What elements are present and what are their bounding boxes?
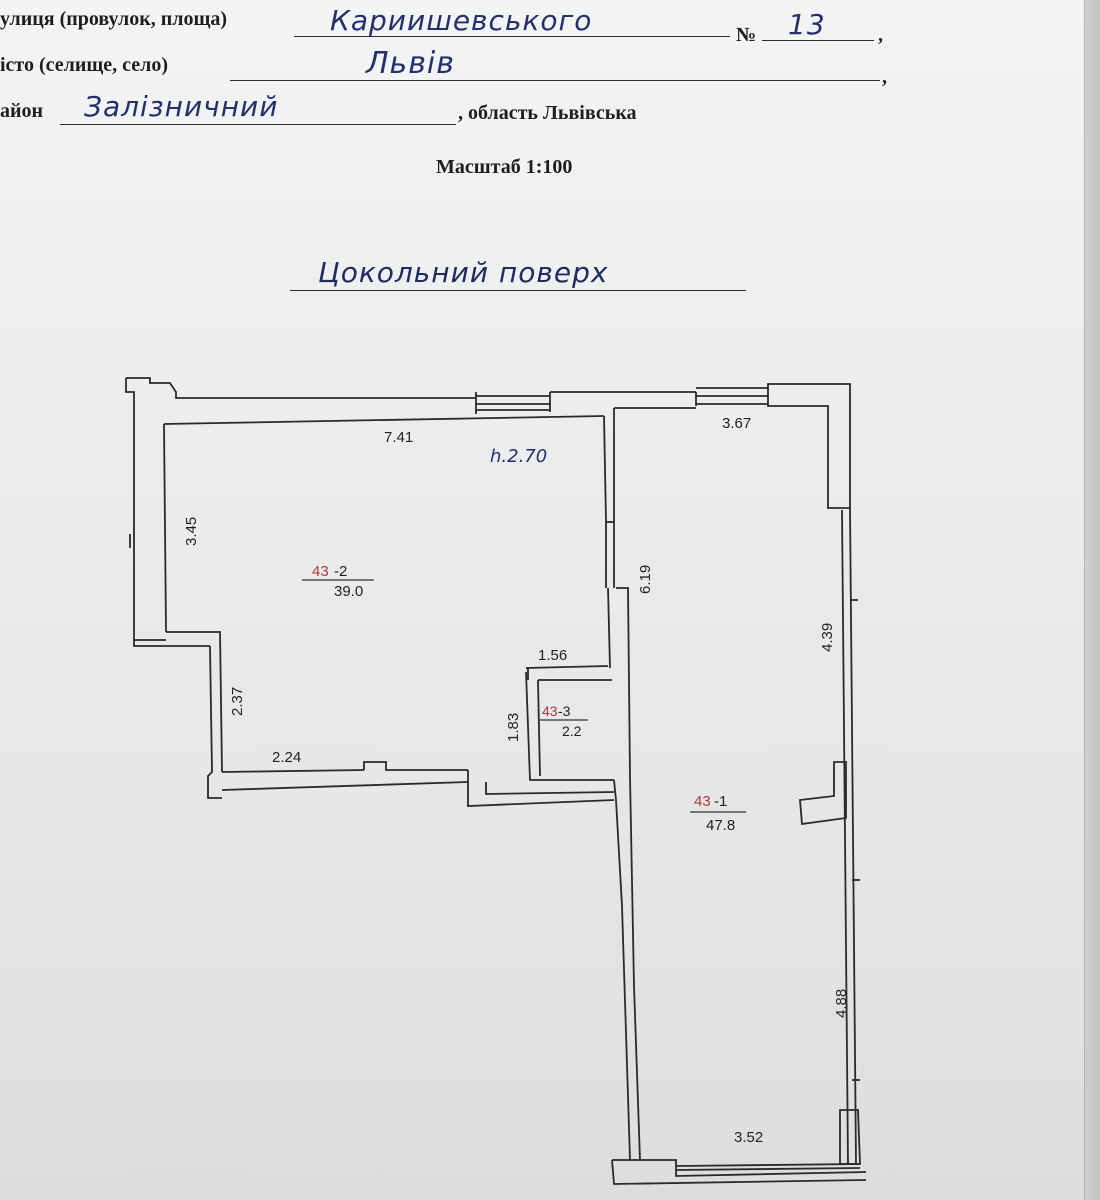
street-comma: , bbox=[878, 24, 883, 46]
room-2-label: 43 -2 39.0 bbox=[302, 563, 374, 600]
room-3-prefix: 43 bbox=[542, 703, 558, 719]
room-1-prefix: 43 bbox=[694, 793, 711, 810]
dim-right-upper: 4.39 bbox=[819, 623, 836, 652]
floor-title: Цокольний поверх bbox=[318, 256, 609, 289]
street-label: улиця (провулок, площа) bbox=[0, 8, 228, 30]
city-comma: , bbox=[882, 66, 887, 88]
ceiling-height: h.2.70 bbox=[490, 446, 547, 467]
dim-top-right: 3.67 bbox=[722, 415, 751, 432]
street-value: Кариишевського bbox=[330, 4, 593, 37]
district-value: Залізничний bbox=[84, 90, 279, 123]
number-value: 13 bbox=[788, 8, 826, 41]
room-1-id: -1 bbox=[714, 793, 727, 810]
number-underline bbox=[762, 40, 874, 41]
room-3-label: 43 -3 2.2 bbox=[540, 703, 588, 739]
room-3-area: 2.2 bbox=[562, 723, 582, 739]
room-2-area: 39.0 bbox=[334, 583, 363, 600]
walls bbox=[125, 377, 867, 1185]
number-label: № bbox=[736, 24, 757, 46]
room-1-area: 47.8 bbox=[706, 817, 735, 834]
district-underline bbox=[60, 124, 456, 125]
dim-bottom-right: 3.52 bbox=[734, 1129, 763, 1146]
city-underline bbox=[230, 80, 880, 81]
city-value: Львів bbox=[366, 46, 455, 81]
dim-inner-wall: 6.19 bbox=[637, 565, 654, 594]
dim-left-lower: 2.37 bbox=[229, 687, 246, 716]
room-2-prefix: 43 bbox=[312, 563, 329, 580]
city-label: істо (селище, село) bbox=[0, 54, 169, 76]
dim-small-room-height: 1.83 bbox=[505, 713, 522, 742]
street-underline bbox=[294, 36, 730, 37]
region-label: , область Львівська bbox=[458, 102, 637, 124]
dim-bottom-left: 2.24 bbox=[272, 749, 301, 766]
room-2-id: -2 bbox=[334, 563, 347, 580]
district-label: айон bbox=[0, 100, 44, 122]
dim-left-upper: 3.45 bbox=[183, 517, 200, 546]
dim-top-left: 7.41 bbox=[384, 429, 413, 446]
scale-label: Масштаб 1:100 bbox=[436, 156, 573, 178]
dim-right-lower: 4.88 bbox=[833, 989, 850, 1018]
floor-title-underline bbox=[290, 290, 746, 291]
room-3-id: -3 bbox=[558, 703, 571, 719]
dim-small-room-width: 1.56 bbox=[538, 647, 567, 664]
page-fold-edge bbox=[1084, 0, 1100, 1200]
room-1-label: 43 -1 47.8 bbox=[690, 793, 746, 834]
